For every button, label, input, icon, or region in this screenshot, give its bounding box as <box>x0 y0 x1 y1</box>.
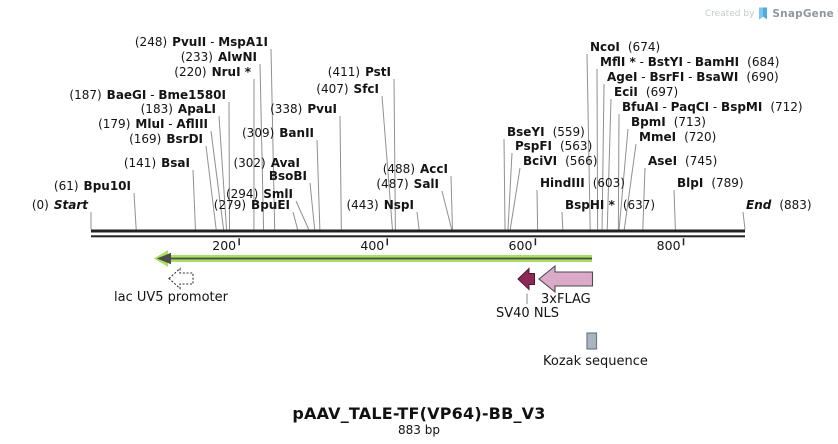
site-label-psti[interactable]: (411)PstI <box>327 65 391 79</box>
leader-line <box>617 113 620 230</box>
leader-line <box>292 211 299 230</box>
scale-tick <box>386 238 389 246</box>
site-label-nrui[interactable]: (220)NruI * <box>174 65 251 79</box>
leader-line <box>601 83 605 230</box>
leader-line <box>450 175 453 230</box>
site-label-bfuaipaqcibspmi[interactable]: BfuAI - PaqCI - BspMI(712) <box>622 100 803 114</box>
leader-line <box>205 145 217 230</box>
site-label-blpi[interactable]: BlpI(789) <box>677 176 744 190</box>
leader-line <box>228 101 231 230</box>
kozak-sequence-box[interactable] <box>586 332 598 350</box>
site-label-mluiafliii[interactable]: (179)MluI - AflIII <box>98 117 208 131</box>
site-label-start[interactable]: (0)Start <box>31 198 88 212</box>
map-backbone-top-line <box>91 229 745 233</box>
leader-line <box>503 138 506 230</box>
watermark-brand-text: SnapGene <box>772 7 834 20</box>
leader-line <box>416 211 420 230</box>
site-label-baegibme1580i[interactable]: (187)BaeGI - Bme1580I <box>69 88 226 102</box>
site-label-bsai[interactable]: (141)BsaI <box>123 156 190 170</box>
scale-tick <box>682 238 685 246</box>
leader-line <box>742 211 746 230</box>
leader-line <box>586 53 591 230</box>
site-label-mflibstyibamhi[interactable]: MflI * - BstYI - BamHI(684) <box>600 55 780 69</box>
site-label-end[interactable]: End(883) <box>746 198 812 212</box>
leader-line <box>381 95 393 230</box>
leader-line <box>441 190 453 230</box>
leader-line <box>192 169 196 230</box>
leader-line <box>509 167 521 230</box>
leader-line <box>259 63 265 230</box>
scale-tick-label: 400 <box>360 238 385 253</box>
site-label-hindiii[interactable]: HindIII(603) <box>540 176 625 190</box>
site-label-smli[interactable]: (294)SmlI <box>225 187 293 201</box>
tale-feature-line[interactable] <box>170 257 592 260</box>
site-label-mmei[interactable]: MmeI(720) <box>639 130 717 144</box>
leader-line <box>210 130 225 230</box>
scale-tick <box>534 238 537 246</box>
tale-feature-arrowhead[interactable] <box>157 252 171 265</box>
leader-line <box>393 78 396 230</box>
leader-line <box>339 115 342 230</box>
leader-line <box>642 167 646 230</box>
plasmid-title: pAAV_TALE-TF(VP64)-BB_V3 <box>292 404 546 423</box>
site-label-bcivi[interactable]: BciVI(566) <box>523 154 598 168</box>
site-label-bpu10i[interactable]: (61)Bpu10I <box>53 179 131 193</box>
scale-tick-label: 800 <box>656 238 681 253</box>
leader-line <box>618 128 629 230</box>
site-label-acci[interactable]: (488)AccI <box>382 162 448 176</box>
leader-line <box>133 192 137 230</box>
scale-tick <box>238 238 240 246</box>
plasmid-length: 883 bp <box>398 423 440 437</box>
leader-line <box>218 115 228 230</box>
site-label-nspi[interactable]: (443)NspI <box>346 198 414 212</box>
site-label-bpuei[interactable]: (279)BpuEI <box>213 198 290 212</box>
watermark-created-by-text: Created by <box>704 8 755 19</box>
site-label-avai[interactable]: (302)AvaI <box>233 156 300 170</box>
site-label-ecii[interactable]: EciI(697) <box>614 85 679 99</box>
scale-tick-label: 600 <box>508 238 533 253</box>
site-label-bsobi[interactable]: BsoBI <box>268 169 307 183</box>
map-backbone-bottom-line <box>91 235 745 238</box>
site-label-ncoi[interactable]: NcoI(674) <box>590 40 661 54</box>
leader-line <box>309 182 316 230</box>
leader-line <box>295 200 310 230</box>
site-label-apali[interactable]: (183)ApaLI <box>140 102 216 116</box>
leader-line <box>507 152 513 230</box>
promoter-arrow[interactable] <box>168 267 194 290</box>
site-label-sfci[interactable]: (407)SfcI <box>316 82 379 96</box>
3xflag-arrow[interactable] <box>538 264 594 294</box>
leader-line <box>270 48 276 230</box>
site-label-pspfi[interactable]: PspFI(563) <box>515 139 593 153</box>
feature-label-3xflag[interactable]: 3xFLAG <box>541 292 591 307</box>
leader-line <box>623 143 637 230</box>
feature-label-lac-uv5-promoter[interactable]: lac UV5 promoter <box>114 290 228 305</box>
sv40-nls-arrow[interactable] <box>517 267 535 291</box>
site-label-ageibsrfibsawi[interactable]: AgeI - BsrFI - BsaWI(690) <box>607 70 779 84</box>
site-label-pvuiimspa1i[interactable]: (248)PvuII - MspA1I <box>134 35 268 49</box>
leader-line <box>561 211 564 230</box>
leader-line <box>316 139 321 230</box>
site-label-bsphi[interactable]: BspHI *(637) <box>565 198 656 212</box>
leader-line <box>673 189 676 230</box>
site-label-bsrdi[interactable]: (169)BsrDI <box>129 132 203 146</box>
site-label-banii[interactable]: (309)BanII <box>242 126 314 140</box>
leader-line <box>536 189 539 230</box>
snapgene-logo-icon <box>759 7 768 20</box>
site-label-asei[interactable]: AseI(745) <box>648 154 718 168</box>
feature-label-sv40-nls[interactable]: SV40 NLS <box>496 306 560 321</box>
leader-line <box>606 98 612 230</box>
leader-line <box>596 68 599 230</box>
site-label-sali[interactable]: (487)SalI <box>376 177 439 191</box>
site-label-pvui[interactable]: (338)PvuI <box>270 102 337 116</box>
scale-tick-label: 200 <box>212 238 237 253</box>
feature-label-kozak-sequence[interactable]: Kozak sequence <box>543 354 648 369</box>
site-label-bseyi[interactable]: BseYI(559) <box>507 125 585 139</box>
snapgene-watermark: Created by SnapGene <box>705 7 834 20</box>
site-label-bpmi[interactable]: BpmI(713) <box>631 115 706 129</box>
site-label-alwni[interactable]: (233)AlwNI <box>180 50 257 64</box>
